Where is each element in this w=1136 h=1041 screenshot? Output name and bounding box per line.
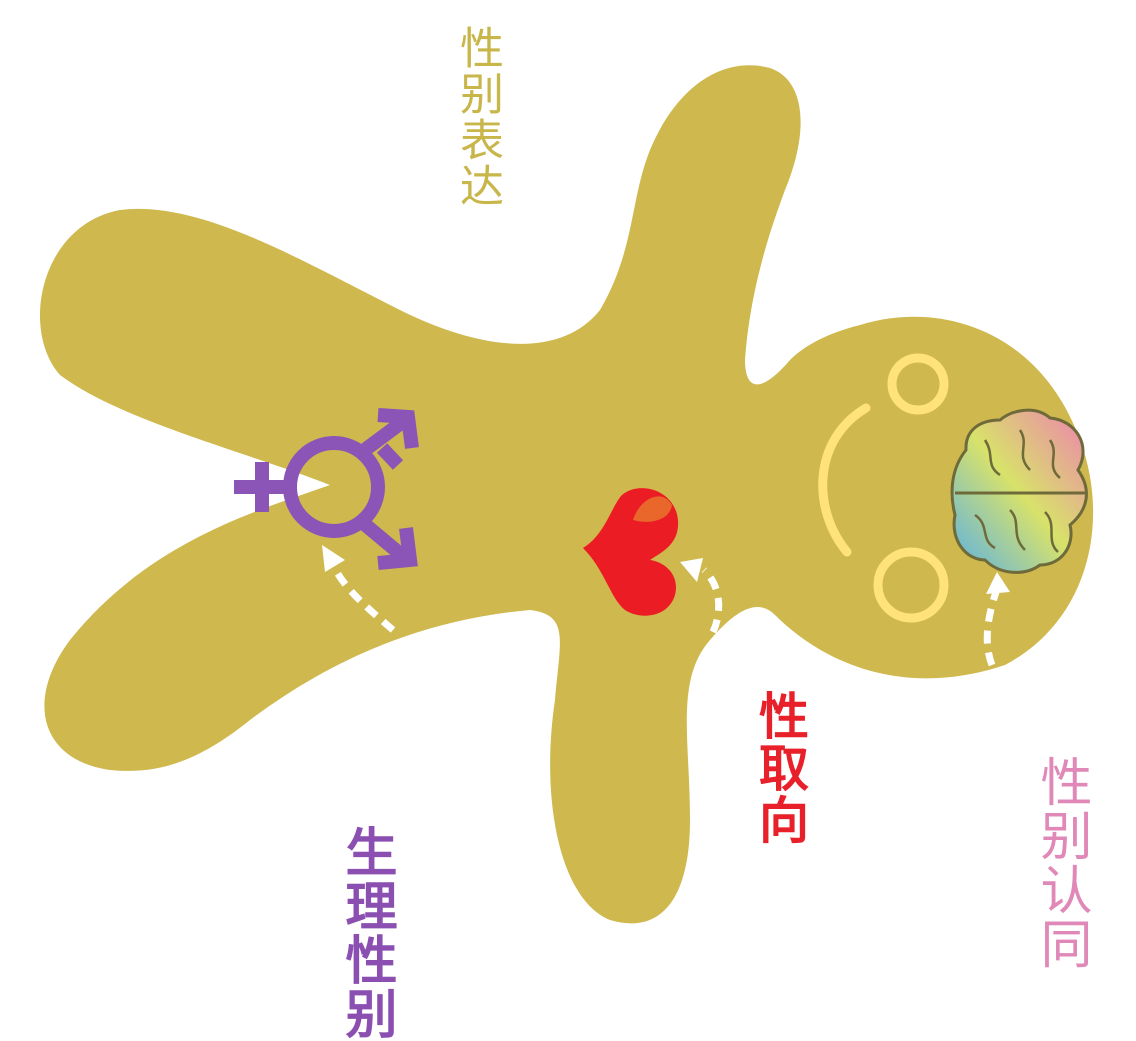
arrowhead-brain [986, 572, 1010, 594]
arrow-to-gender-symbol [329, 563, 396, 633]
arrowhead-heart [680, 558, 703, 582]
eye-top [887, 353, 949, 415]
gender-identity-label: 性别认同 [1031, 755, 1091, 971]
biological-sex-label: 生理性别 [336, 825, 396, 1041]
arrow-to-brain [983, 590, 1000, 667]
arrowhead-gender-symbol [322, 545, 345, 572]
gender-expression-label: 性别表达 [452, 25, 503, 209]
smile-mouth [818, 403, 871, 557]
heart-icon [583, 488, 679, 616]
brain-icon [950, 408, 1088, 574]
arrow-to-heart [701, 567, 723, 634]
sexual-orientation-label: 性取向 [751, 690, 809, 846]
figure-body [40, 65, 1094, 924]
eye-bottom [873, 547, 949, 623]
transgender-symbol-icon [234, 408, 419, 570]
